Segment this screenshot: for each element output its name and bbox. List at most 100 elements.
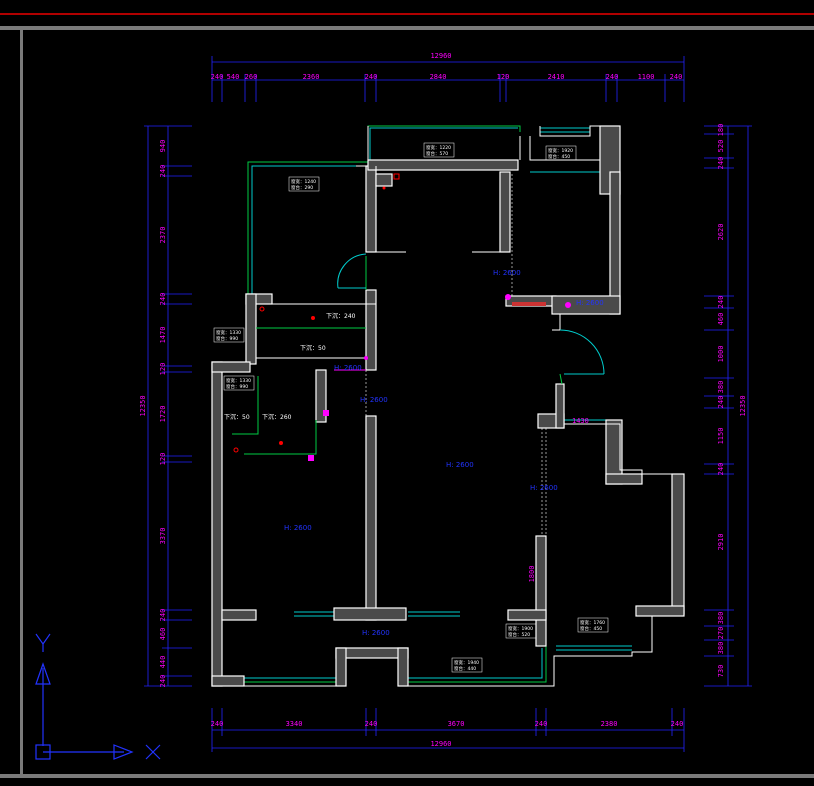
room-height-label: H: 2600 — [493, 269, 521, 277]
right-dim-11: 240 — [717, 463, 725, 476]
left-dim-13: 240 — [159, 675, 167, 688]
window-tag: 窗宽：1240 窗台：290 — [288, 176, 320, 192]
bottom-dim-2: 3340 — [286, 720, 303, 728]
svg-text:窗台：450: 窗台：450 — [548, 153, 570, 160]
room-height-label: H: 2600 — [446, 461, 474, 469]
svg-text:窗宽：1920: 窗宽：1920 — [548, 147, 573, 154]
right-dim-3: 240 — [717, 157, 725, 170]
right-dim-6: 460 — [717, 313, 725, 326]
svg-text:窗宽：1900: 窗宽：1900 — [508, 625, 533, 632]
top-dim-3: 260 — [245, 73, 258, 81]
top-dim-6: 2840 — [430, 73, 447, 81]
wall-outlines — [211, 125, 685, 687]
left-dim-12: 440 — [159, 656, 167, 669]
top-dimension-chain — [211, 56, 685, 102]
door-swings — [334, 253, 605, 375]
opening-dim-label: 1430 — [572, 417, 589, 425]
right-dim-14: 270 — [717, 627, 725, 640]
right-total-dim: 12350 — [739, 395, 747, 416]
right-dimension-chain — [704, 125, 752, 687]
wet-area-partitions — [232, 256, 563, 455]
left-dim-6: 120 — [159, 363, 167, 376]
svg-text:窗宽：1330: 窗宽：1330 — [226, 377, 251, 384]
right-dim-2: 520 — [717, 140, 725, 153]
window-frames — [215, 125, 632, 683]
bottom-dim-7: 240 — [671, 720, 684, 728]
left-dim-10: 240 — [159, 609, 167, 622]
bottom-dimension-chain — [211, 708, 685, 752]
right-dim-5: 240 — [717, 296, 725, 309]
window-tag: 窗宽：1760 窗台：450 — [577, 617, 609, 633]
window-tag: 窗宽：1900 窗台：520 — [505, 623, 537, 639]
top-dim-2: 540 — [227, 73, 240, 81]
right-dim-7: 1000 — [717, 346, 725, 363]
room-height-label: H: 2600 — [530, 484, 558, 492]
left-dim-7: 1720 — [159, 406, 167, 423]
drawing-frame-top — [0, 26, 814, 30]
title-bar-divider — [0, 13, 814, 15]
window-tag: 窗宽：1220 窗台：570 — [423, 142, 455, 158]
right-dim-15: 380 — [717, 642, 725, 655]
bottom-dim-3: 240 — [365, 720, 378, 728]
top-dim-10: 1100 — [638, 73, 655, 81]
right-dim-13: 380 — [717, 612, 725, 625]
svg-text:窗台：990: 窗台：990 — [226, 383, 248, 390]
bottom-dim-1: 240 — [211, 720, 224, 728]
left-dim-9: 3370 — [159, 528, 167, 545]
top-dim-4: 2360 — [303, 73, 320, 81]
svg-text:窗台：520: 窗台：520 — [508, 631, 530, 638]
floor-drop-label: 下沉：240 — [326, 312, 356, 320]
left-dim-1: 940 — [159, 140, 167, 153]
svg-text:窗宽：1940: 窗宽：1940 — [454, 659, 479, 666]
room-height-label: H: 2600 — [334, 364, 362, 372]
left-dim-4: 240 — [159, 293, 167, 306]
svg-text:窗宽：1220: 窗宽：1220 — [426, 144, 451, 151]
bottom-total-dim: 12960 — [430, 740, 451, 748]
bottom-dim-6: 2380 — [601, 720, 618, 728]
right-dim-8: 380 — [717, 381, 725, 394]
svg-text:窗台：990: 窗台：990 — [216, 335, 238, 342]
ucs-axis-icon — [35, 633, 161, 760]
drawing-frame-left — [20, 26, 23, 778]
top-dim-1: 240 — [211, 73, 224, 81]
room-height-label: H: 2600 — [362, 629, 390, 637]
left-dim-8: 120 — [159, 453, 167, 466]
top-dim-8: 2410 — [548, 73, 565, 81]
top-dim-9: 240 — [606, 73, 619, 81]
right-dim-4: 2620 — [717, 224, 725, 241]
floor-drop-label: 下沉：50 — [300, 344, 326, 352]
svg-text:窗台：290: 窗台：290 — [291, 184, 313, 191]
top-dim-11: 240 — [670, 73, 683, 81]
window-tag: 窗宽：1330 窗台：990 — [223, 375, 255, 391]
left-total-dim: 12350 — [139, 395, 147, 416]
svg-text:窗台：440: 窗台：440 — [454, 665, 476, 672]
left-dim-2: 240 — [159, 165, 167, 178]
walls — [211, 125, 685, 687]
left-dim-11: 460 — [159, 628, 167, 641]
right-dim-12: 2910 — [717, 534, 725, 551]
right-dim-10: 1150 — [717, 428, 725, 445]
top-dim-5: 240 — [365, 73, 378, 81]
window-tag: 窗宽：1920 窗台：450 — [545, 145, 577, 161]
svg-text:窗宽：1760: 窗宽：1760 — [580, 619, 605, 626]
right-dim-1: 180 — [717, 124, 725, 137]
left-dim-3: 2370 — [159, 227, 167, 244]
bottom-dim-5: 240 — [535, 720, 548, 728]
left-dimension-chain — [144, 125, 192, 687]
right-dim-9: 240 — [717, 396, 725, 409]
drawing-frame-bottom — [0, 774, 814, 778]
bottom-dim-4: 3670 — [448, 720, 465, 728]
svg-text:窗宽：1330: 窗宽：1330 — [216, 329, 241, 336]
window-tag: 窗宽：1330 窗台：990 — [213, 327, 245, 343]
floor-drop-label: 下沉：50 — [224, 413, 250, 421]
opening-dim-label: 1800 — [528, 566, 536, 583]
svg-text:窗宽：1240: 窗宽：1240 — [291, 178, 316, 185]
left-dim-5: 1470 — [159, 327, 167, 344]
room-height-label: H: 2600 — [360, 396, 388, 404]
markers — [233, 173, 571, 461]
room-height-label: H: 2600 — [576, 299, 604, 307]
top-total-dim: 12960 — [430, 52, 451, 60]
room-height-label: H: 2600 — [284, 524, 312, 532]
right-dim-16: 730 — [717, 665, 725, 678]
